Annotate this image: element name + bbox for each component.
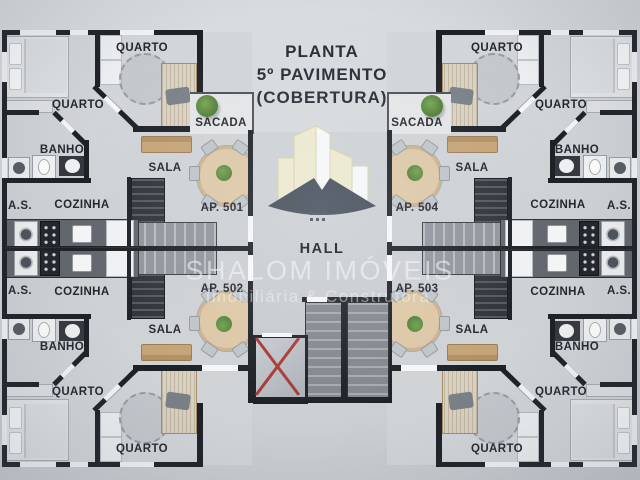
brand-watermark: SHALOM IMÓVEIS <box>185 255 455 286</box>
bathroom-wall-bottom <box>2 178 91 183</box>
wardrobe <box>100 35 122 85</box>
washbasin <box>8 157 30 179</box>
room-label-sala: SALA <box>455 162 489 174</box>
room-label-sacada: SACADA <box>195 117 247 129</box>
unit-inner-wall <box>197 30 203 94</box>
center-wall-bottom <box>248 397 392 403</box>
outer-wall-left <box>2 30 7 248</box>
bedroom-divider-wall <box>95 33 100 87</box>
room-label-quarto: QUARTO <box>115 443 169 455</box>
hall-label: HALL <box>299 241 345 257</box>
apartment-door-opening <box>248 216 253 242</box>
blanket <box>24 39 67 93</box>
apartment-number-501: AP. 501 <box>200 202 244 214</box>
room-label-cozinha: COZINHA <box>54 286 110 298</box>
apartment-number-503: AP. 503 <box>395 283 439 295</box>
shower-box <box>59 156 86 176</box>
elevator-door <box>262 333 292 337</box>
pillow <box>9 43 22 65</box>
room-label-as: A.S. <box>8 200 32 212</box>
apartment-door-opening <box>248 255 253 281</box>
room-label-sala: SALA <box>148 162 182 174</box>
room-label-quarto: QUARTO <box>51 99 105 111</box>
window <box>2 52 7 82</box>
room-label-sala: SALA <box>455 324 489 336</box>
room-label-quarto: QUARTO <box>115 42 169 54</box>
window <box>120 30 154 35</box>
room-label-as: A.S. <box>8 285 32 297</box>
double-bed <box>3 36 69 98</box>
room-label-quarto: QUARTO <box>534 99 588 111</box>
single-bed <box>161 63 197 131</box>
toilet <box>32 155 56 179</box>
window <box>70 30 88 35</box>
bedroom1-wall <box>2 110 39 115</box>
sofa <box>141 136 192 153</box>
stairwell-flight-right <box>347 302 389 399</box>
stairwell-flight-left <box>305 302 343 399</box>
outer-wall-top <box>2 30 203 35</box>
stair-wall <box>127 177 131 248</box>
room-label-banho: BANHO <box>39 144 85 156</box>
room-label-as: A.S. <box>607 200 631 212</box>
pillow <box>9 68 22 90</box>
brand-tagline-watermark: Imobiliária & Construtora <box>205 287 431 306</box>
window <box>2 158 7 178</box>
buildings-skyline-logo-icon <box>264 118 380 238</box>
stove <box>40 221 60 249</box>
room-label-quarto: QUARTO <box>470 443 524 455</box>
room-label-banho: BANHO <box>39 341 85 353</box>
bathroom-wall-right <box>84 140 89 182</box>
balcony-plant-icon <box>421 95 443 117</box>
room-label-cozinha: COZINHA <box>530 199 586 211</box>
stairwell-wall-top <box>302 297 390 302</box>
room-label-sala: SALA <box>148 324 182 336</box>
room-label-banho: BANHO <box>554 341 600 353</box>
room-label-cozinha: COZINHA <box>530 286 586 298</box>
apartment-number-502: AP. 502 <box>200 283 244 295</box>
room-label-quarto: QUARTO <box>534 386 588 398</box>
balcony-plant-icon <box>196 95 218 117</box>
kitchen-sink <box>72 225 92 243</box>
table-centerpiece-plant <box>216 165 232 181</box>
plan-title-line3: (COBERTURA) <box>256 88 388 107</box>
internal-stairs-upper-flight <box>131 178 165 224</box>
room-label-as: A.S. <box>607 285 631 297</box>
room-label-banho: BANHO <box>554 144 600 156</box>
apartment-door-opening <box>387 255 392 281</box>
washing-machine <box>14 221 38 248</box>
plan-title-line1: PLANTA <box>285 42 359 61</box>
apartment-door-opening <box>387 216 392 242</box>
room-label-sacada: SACADA <box>391 117 443 129</box>
room-label-quarto: QUARTO <box>51 386 105 398</box>
room-label-quarto: QUARTO <box>470 42 524 54</box>
stairwell-door-opening <box>307 297 327 302</box>
room-label-cozinha: COZINHA <box>54 199 110 211</box>
window <box>20 30 56 35</box>
stairwell-mid-wall <box>341 302 347 397</box>
apartment-number-504: AP. 504 <box>395 202 439 214</box>
plan-title-line2: 5º PAVIMENTO <box>256 65 388 84</box>
